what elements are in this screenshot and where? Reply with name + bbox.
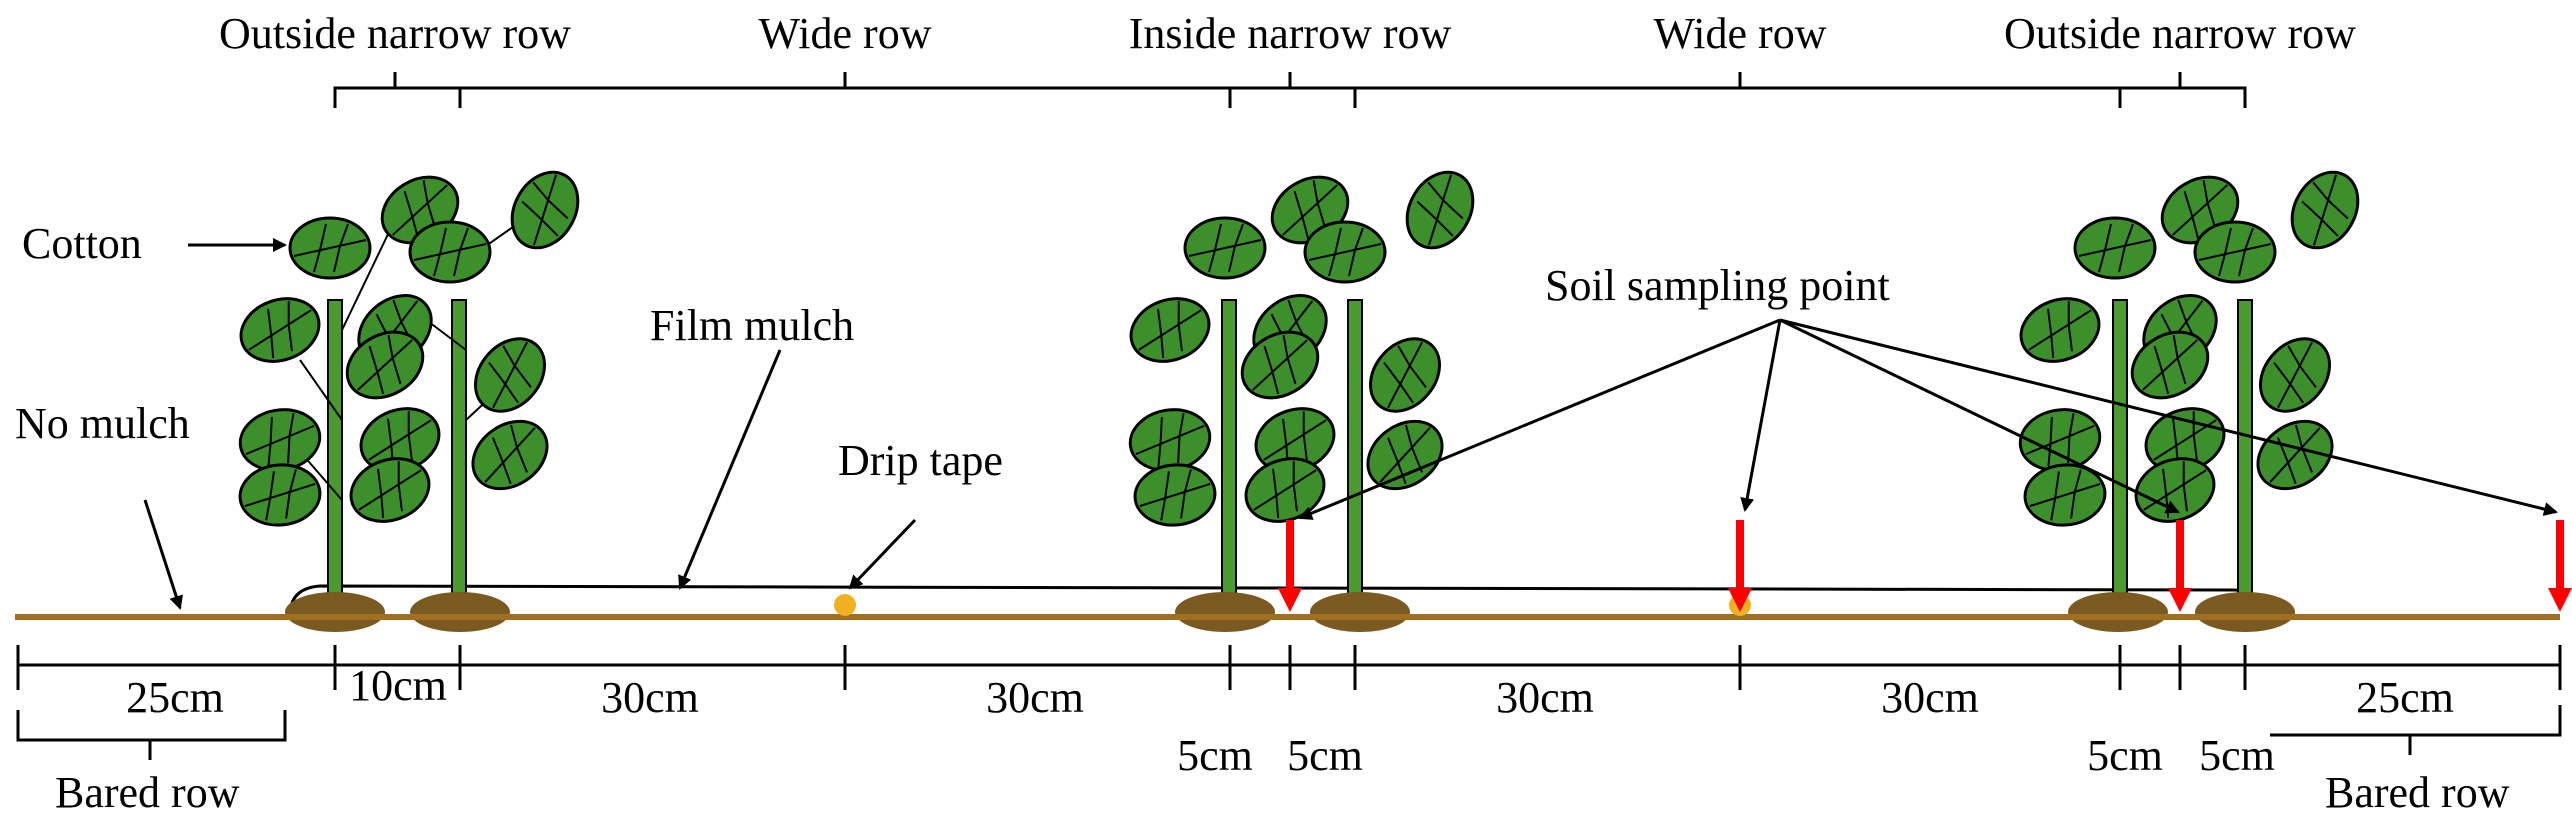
dim-label: 5cm xyxy=(2199,731,2275,780)
dim-label: 30cm xyxy=(1881,673,1979,722)
callout-arrows xyxy=(143,238,2558,610)
label-wide-row-right: Wide row xyxy=(1654,9,1827,58)
cotton-plants-middle xyxy=(1120,158,1488,632)
dim-label: 30cm xyxy=(1496,673,1594,722)
top-brackets xyxy=(333,72,2247,108)
label-outside-narrow-row-left: Outside narrow row xyxy=(219,9,571,58)
label-bared-row-left: Bared row xyxy=(55,768,240,817)
label-drip-tape: Drip tape xyxy=(838,436,1003,485)
dimension-line xyxy=(16,645,2562,690)
dim-label: 25cm xyxy=(2356,673,2454,722)
bared-row-brackets xyxy=(16,705,2562,760)
cotton-plants-left xyxy=(230,158,593,632)
label-cotton: Cotton xyxy=(22,219,142,268)
dim-label: 30cm xyxy=(986,673,1084,722)
soil-sampling-markers xyxy=(1278,520,2572,612)
dim-label: 5cm xyxy=(2087,731,2163,780)
dim-label: 5cm xyxy=(1287,731,1363,780)
label-bared-row-right: Bared row xyxy=(2325,768,2510,817)
label-no-mulch: No mulch xyxy=(15,399,190,448)
dim-label: 30cm xyxy=(601,673,699,722)
label-outside-narrow-row-right: Outside narrow row xyxy=(2004,9,2356,58)
label-soil-sampling-point: Soil sampling point xyxy=(1545,261,1890,310)
dim-label: 10cm xyxy=(349,661,447,710)
cotton-plants-right xyxy=(2010,158,2373,632)
label-film-mulch: Film mulch xyxy=(650,301,854,350)
label-wide-row-left: Wide row xyxy=(759,9,932,58)
label-inside-narrow-row: Inside narrow row xyxy=(1129,9,1452,58)
drip-tape-left xyxy=(834,594,856,616)
dim-label: 5cm xyxy=(1177,731,1253,780)
film-mulch xyxy=(288,584,2264,613)
dim-label: 25cm xyxy=(126,673,224,722)
